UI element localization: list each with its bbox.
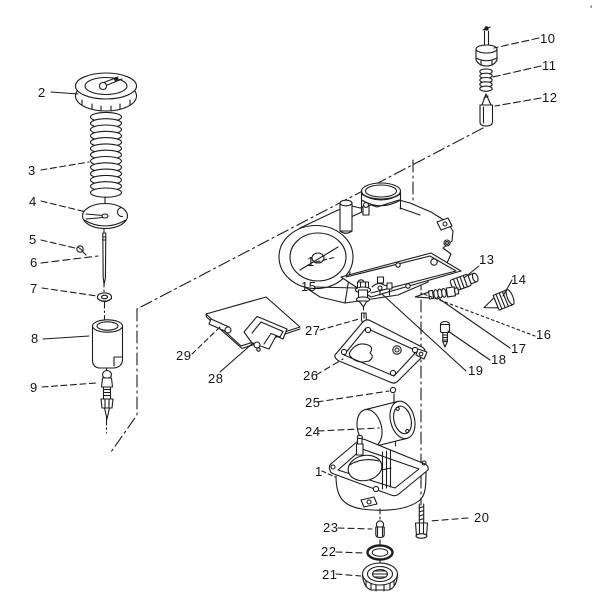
part-nozzle-bolt-drawing — [371, 276, 393, 296]
callout-7: 7 — [30, 281, 38, 296]
leader-7 — [41, 287, 98, 297]
leader-6 — [40, 255, 99, 264]
part-cable-adjuster-drawing — [475, 26, 498, 67]
callout-12: 12 — [542, 90, 557, 105]
callout-26: 26 — [303, 368, 318, 383]
part-drain-screw-drawing — [375, 520, 385, 539]
part-float-bowl-drawing — [328, 434, 429, 511]
callout-27: 27 — [305, 323, 320, 338]
leader-21 — [335, 573, 362, 577]
leader-22 — [335, 551, 366, 554]
callout-14: 14 — [511, 272, 526, 287]
leader-lines — [40, 37, 542, 577]
part-float-pin-drawing — [389, 386, 397, 394]
part-small-screw-drawing — [76, 245, 87, 256]
leader-18 — [447, 330, 491, 361]
callout-9: 9 — [30, 380, 38, 395]
callout-23: 23 — [323, 520, 338, 535]
part-spring-plug-drawing — [449, 272, 479, 292]
part-pilot-jet-drawing — [439, 320, 451, 348]
callout-labels: 2 3 4 5 6 7 8 9 10 11 12 1 13 14 15 16 1… — [28, 4, 592, 582]
part-air-screw-drawing — [414, 286, 460, 300]
callout-16: 16 — [536, 327, 551, 342]
callout-20: 20 — [474, 510, 489, 525]
part-washer-drawing — [96, 292, 113, 303]
callout-6: 6 — [30, 255, 38, 270]
callout-22: 22 — [321, 544, 336, 559]
part-float-valve-drawing — [354, 281, 372, 311]
callout-11: 11 — [542, 58, 557, 73]
callout-29: 29 — [176, 348, 191, 363]
part-spring-drawing — [89, 111, 123, 198]
callout-4: 4 — [29, 194, 37, 209]
part-slide-bolt-drawing — [100, 369, 114, 420]
leader-28 — [219, 342, 254, 373]
centerline-diagonal — [110, 127, 484, 506]
part-gasket-drawing — [334, 319, 428, 384]
leader-8 — [42, 335, 90, 340]
leader-23 — [337, 527, 373, 530]
part-adjuster-knob-drawing — [483, 289, 515, 311]
leader-11 — [492, 65, 542, 78]
part-o-ring-drawing — [366, 544, 394, 561]
leader-5 — [40, 239, 76, 249]
part-jet-needle-drawing — [102, 232, 107, 285]
leader-9 — [41, 382, 97, 388]
leader-12 — [494, 97, 542, 107]
callout-19: 19 — [468, 363, 483, 378]
part-needle-valve-drawing — [479, 93, 494, 127]
callout-8: 8 — [31, 331, 39, 346]
leader-26 — [315, 358, 344, 376]
callout-1-body: 1 — [307, 254, 315, 269]
part-bracket-drawing — [243, 315, 288, 352]
leader-10 — [493, 37, 540, 49]
callout-10: 10 — [540, 31, 555, 46]
callout-3: 3 — [28, 163, 36, 178]
part-cap-drawing — [74, 72, 138, 112]
part-small-spring-drawing — [479, 68, 493, 92]
leader-29 — [191, 326, 221, 355]
callout-2: 2 — [38, 85, 46, 100]
callout-13: 13 — [479, 252, 494, 267]
leader-17 — [437, 297, 511, 349]
leader-14 — [502, 279, 513, 297]
callout-25: 25 — [305, 395, 320, 410]
leader-27 — [319, 318, 360, 331]
leader-20 — [429, 517, 469, 522]
leader-19 — [381, 293, 467, 372]
leader-1-body — [315, 256, 337, 263]
leader-15 — [314, 286, 357, 289]
callout-18: 18 — [491, 352, 506, 367]
callout-17: 17 — [511, 341, 526, 356]
callout-21: 21 — [322, 567, 337, 582]
leader-24 — [317, 427, 380, 432]
part-throttle-slide-drawing — [91, 319, 124, 369]
corner-tick-mark: ' — [590, 4, 592, 16]
callout-1-bowl: 1 — [315, 464, 323, 479]
leader-3 — [40, 161, 90, 171]
leader-16 — [420, 292, 536, 337]
leader-13 — [463, 265, 480, 279]
part-drain-plug-drawing — [361, 562, 399, 592]
callout-24: 24 — [305, 424, 320, 439]
part-spring-seat-drawing — [81, 202, 129, 230]
leader-2 — [50, 91, 79, 95]
part-carb-body-drawing — [278, 182, 462, 304]
leader-1-bowl — [321, 470, 336, 478]
callout-15: 15 — [301, 279, 316, 294]
callout-28: 28 — [208, 371, 223, 386]
leader-25 — [316, 390, 390, 403]
part-bowl-screw-drawing — [414, 503, 429, 539]
leader-4 — [40, 200, 87, 213]
callout-5: 5 — [29, 232, 37, 247]
